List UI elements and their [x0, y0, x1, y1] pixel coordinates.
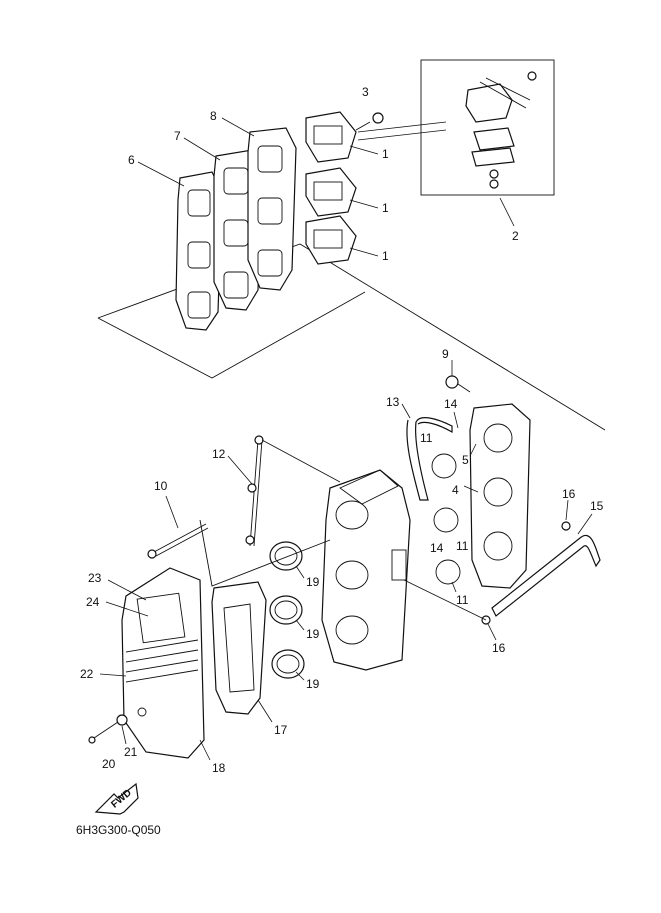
gasket-6: [175, 171, 223, 331]
callout-5: 5: [462, 453, 469, 467]
callout-19b: 19: [306, 627, 320, 641]
callout-7: 7: [174, 129, 181, 143]
callout-24: 24: [86, 595, 100, 609]
clip-16-top: [561, 521, 571, 531]
upper-assembly-outline: [97, 243, 606, 431]
washer-21: [116, 714, 128, 726]
hose-15: [491, 535, 601, 617]
leader-11c: [451, 581, 457, 593]
callout-17: 17: [274, 723, 288, 737]
reed-valve-1c: [305, 215, 357, 265]
leader-19a: [295, 565, 305, 579]
o-ring-11c: [435, 559, 461, 585]
leader-17: [257, 699, 273, 723]
callout-11a: 11: [420, 431, 433, 445]
leader-2: [499, 197, 515, 227]
callout-4: 4: [452, 483, 459, 497]
gasket-19a: [269, 541, 303, 571]
callout-11c: 11: [456, 593, 469, 607]
callout-2: 2: [512, 229, 519, 243]
callout-16a: 16: [562, 487, 576, 501]
silencer-cover-18: [121, 567, 205, 759]
link-rod-12: [245, 435, 341, 547]
callout-9: 9: [442, 347, 449, 361]
hose-guide: [403, 579, 487, 621]
leader-4: [463, 485, 479, 493]
leader-15: [577, 513, 593, 535]
bolt-10: [147, 523, 209, 559]
callout-19a: 19: [306, 575, 320, 589]
bolt-9: [445, 375, 471, 393]
gasket-8: [247, 127, 297, 291]
callout-1c: 1: [382, 249, 389, 263]
callout-10: 10: [154, 479, 168, 493]
leader-1b: [349, 199, 379, 209]
callout-22: 22: [80, 667, 94, 681]
gasket-17: [211, 581, 267, 715]
leader-10: [165, 495, 179, 529]
o-ring-11a: [431, 453, 457, 479]
leader-16a: [565, 499, 569, 521]
detail-leader-bottom: [357, 129, 447, 141]
detail-leader-top: [357, 121, 447, 133]
leader-1c: [349, 247, 379, 257]
callout-1a: 1: [382, 147, 389, 161]
carburetor-assembly: [321, 469, 411, 671]
leader-12: [227, 455, 253, 485]
leader-24: [105, 601, 149, 617]
callout-18: 18: [212, 761, 226, 775]
reed-valve-1b: [305, 167, 357, 217]
callout-11b: 11: [456, 539, 469, 553]
leader-1a: [349, 145, 379, 155]
callout-15: 15: [590, 499, 604, 513]
intake-manifold: [469, 403, 531, 589]
callout-16b: 16: [492, 641, 506, 655]
leader-14a: [453, 411, 459, 429]
callout-23: 23: [88, 571, 102, 585]
callout-12: 12: [212, 447, 226, 461]
leader-23: [107, 579, 147, 601]
hose-13: [406, 417, 453, 501]
lower-assembly-outline: [97, 291, 366, 379]
gasket-19b: [269, 595, 303, 625]
callout-3: 3: [362, 85, 369, 99]
reed-valve-1a: [305, 111, 357, 163]
callout-20: 20: [102, 757, 116, 771]
callout-8: 8: [210, 109, 217, 123]
fwd-arrow-icon: [94, 782, 139, 815]
reed-valve-detail: [465, 71, 537, 189]
o-ring-11b: [433, 507, 459, 533]
leader-16b: [487, 623, 497, 641]
drawing-code: 6H3G300-Q050: [76, 823, 161, 837]
callout-14b: 14: [430, 541, 444, 555]
reed-valve-detail-box: [420, 59, 555, 196]
screw-3: [355, 112, 384, 131]
leader-21: [121, 725, 127, 745]
leader-19c: [295, 671, 305, 681]
leader-13: [401, 403, 411, 419]
leader-7: [183, 137, 221, 161]
leader-8: [221, 117, 255, 137]
callout-14a: 14: [444, 397, 458, 411]
callout-13: 13: [386, 395, 400, 409]
callout-1b: 1: [382, 201, 389, 215]
callout-6: 6: [128, 153, 135, 167]
bolt-20: [88, 721, 119, 744]
callout-21: 21: [124, 745, 138, 759]
leader-19b: [295, 619, 305, 631]
callout-19c: 19: [306, 677, 320, 691]
silencer-outline: [199, 519, 331, 587]
leader-5: [469, 443, 477, 457]
leader-6: [137, 161, 185, 187]
gasket-19c: [271, 649, 305, 679]
leader-18: [199, 739, 211, 761]
leader-22: [99, 673, 127, 677]
